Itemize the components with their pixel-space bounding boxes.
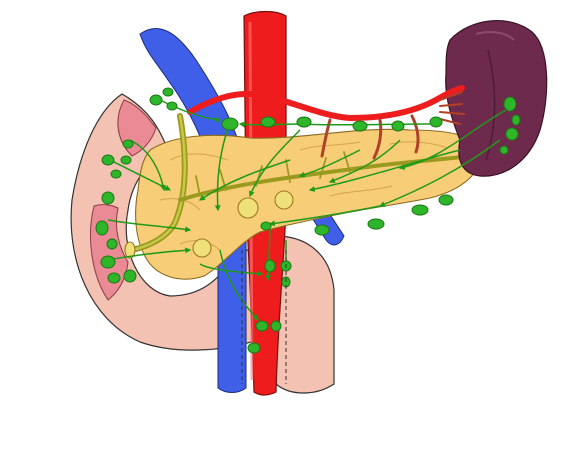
lymph-nodes (95, 87, 521, 354)
pancreatic-duct (129, 113, 472, 253)
pancreas (135, 128, 481, 280)
splenic-artery (187, 79, 465, 160)
duct-openings (124, 190, 294, 259)
hidden-vessel-outlines (241, 250, 287, 384)
spleen (445, 20, 548, 177)
